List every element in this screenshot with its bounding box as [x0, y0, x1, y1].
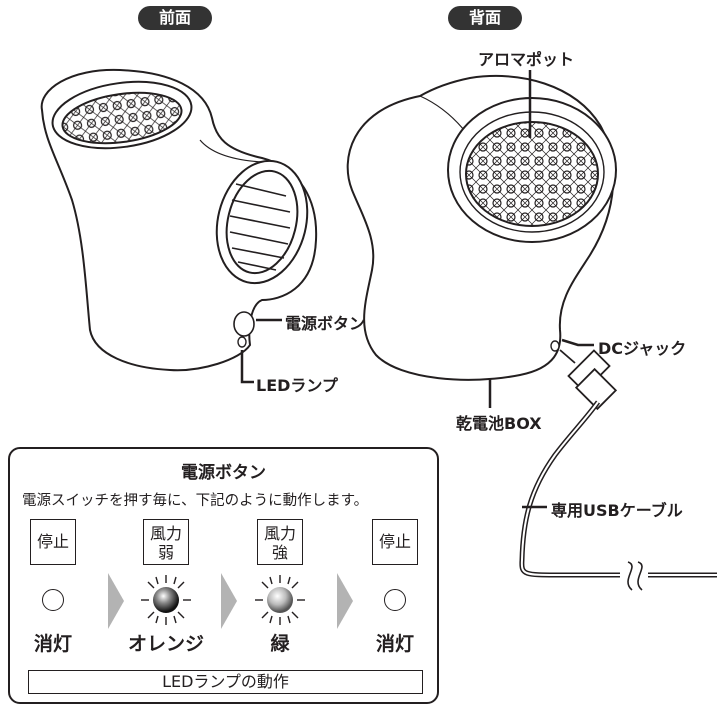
step-stop-text: 停止 — [378, 532, 411, 551]
step-stop-box: 停止 — [372, 519, 418, 565]
lamp-state-green: 緑 — [270, 633, 290, 655]
step-weak-line2: 弱 — [157, 543, 174, 562]
step-strong-box: 風力 強 — [257, 519, 303, 565]
back-device — [346, 74, 618, 411]
step-strong-line1: 風力 — [263, 524, 296, 543]
lamp-state-off: 消灯 — [33, 633, 72, 655]
lamp-off-icon — [42, 589, 64, 611]
lamp-state-off: 消灯 — [375, 633, 414, 655]
step-stop-box: 停止 — [30, 519, 76, 565]
lamp-state-orange: オレンジ — [127, 633, 204, 655]
dc-plug — [559, 349, 618, 411]
step-weak-box: 風力 弱 — [143, 519, 189, 565]
dc-jack-label: DCジャック — [598, 339, 687, 358]
power-button-legend: 電源ボタン 電源スイッチを押す毎に、下記のように動作します。 停止 消灯 風力 … — [8, 447, 439, 704]
legend-title: 電源ボタン — [181, 463, 266, 483]
arrow-right-icon — [108, 573, 124, 629]
aroma-pot-label: アロマポット — [478, 50, 575, 69]
usb-cable — [519, 400, 717, 591]
lamp-off-icon — [384, 589, 406, 611]
front-view-label: 前面 — [138, 6, 212, 30]
led-operation-caption: LEDランプの動作 — [28, 670, 423, 694]
usb-cable-label: 専用USBケーブル — [551, 501, 683, 520]
step-strong-line2: 強 — [271, 543, 288, 562]
back-view-label: 背面 — [448, 6, 522, 30]
step-weak-line1: 風力 — [149, 524, 182, 543]
battery-box-label: 乾電池BOX — [456, 414, 542, 433]
step-stop-text: 停止 — [36, 532, 69, 551]
led-green-icon — [255, 575, 305, 625]
led-orange-icon — [141, 575, 191, 625]
led-lamp-label: LEDランプ — [256, 376, 338, 395]
legend-description: 電源スイッチを押す毎に、下記のように動作します。 — [22, 493, 369, 509]
power-button-label: 電源ボタン — [285, 314, 366, 333]
arrow-right-icon — [337, 573, 353, 629]
leader-lines — [240, 70, 594, 509]
arrow-right-icon — [221, 573, 237, 629]
front-device — [40, 68, 318, 372]
